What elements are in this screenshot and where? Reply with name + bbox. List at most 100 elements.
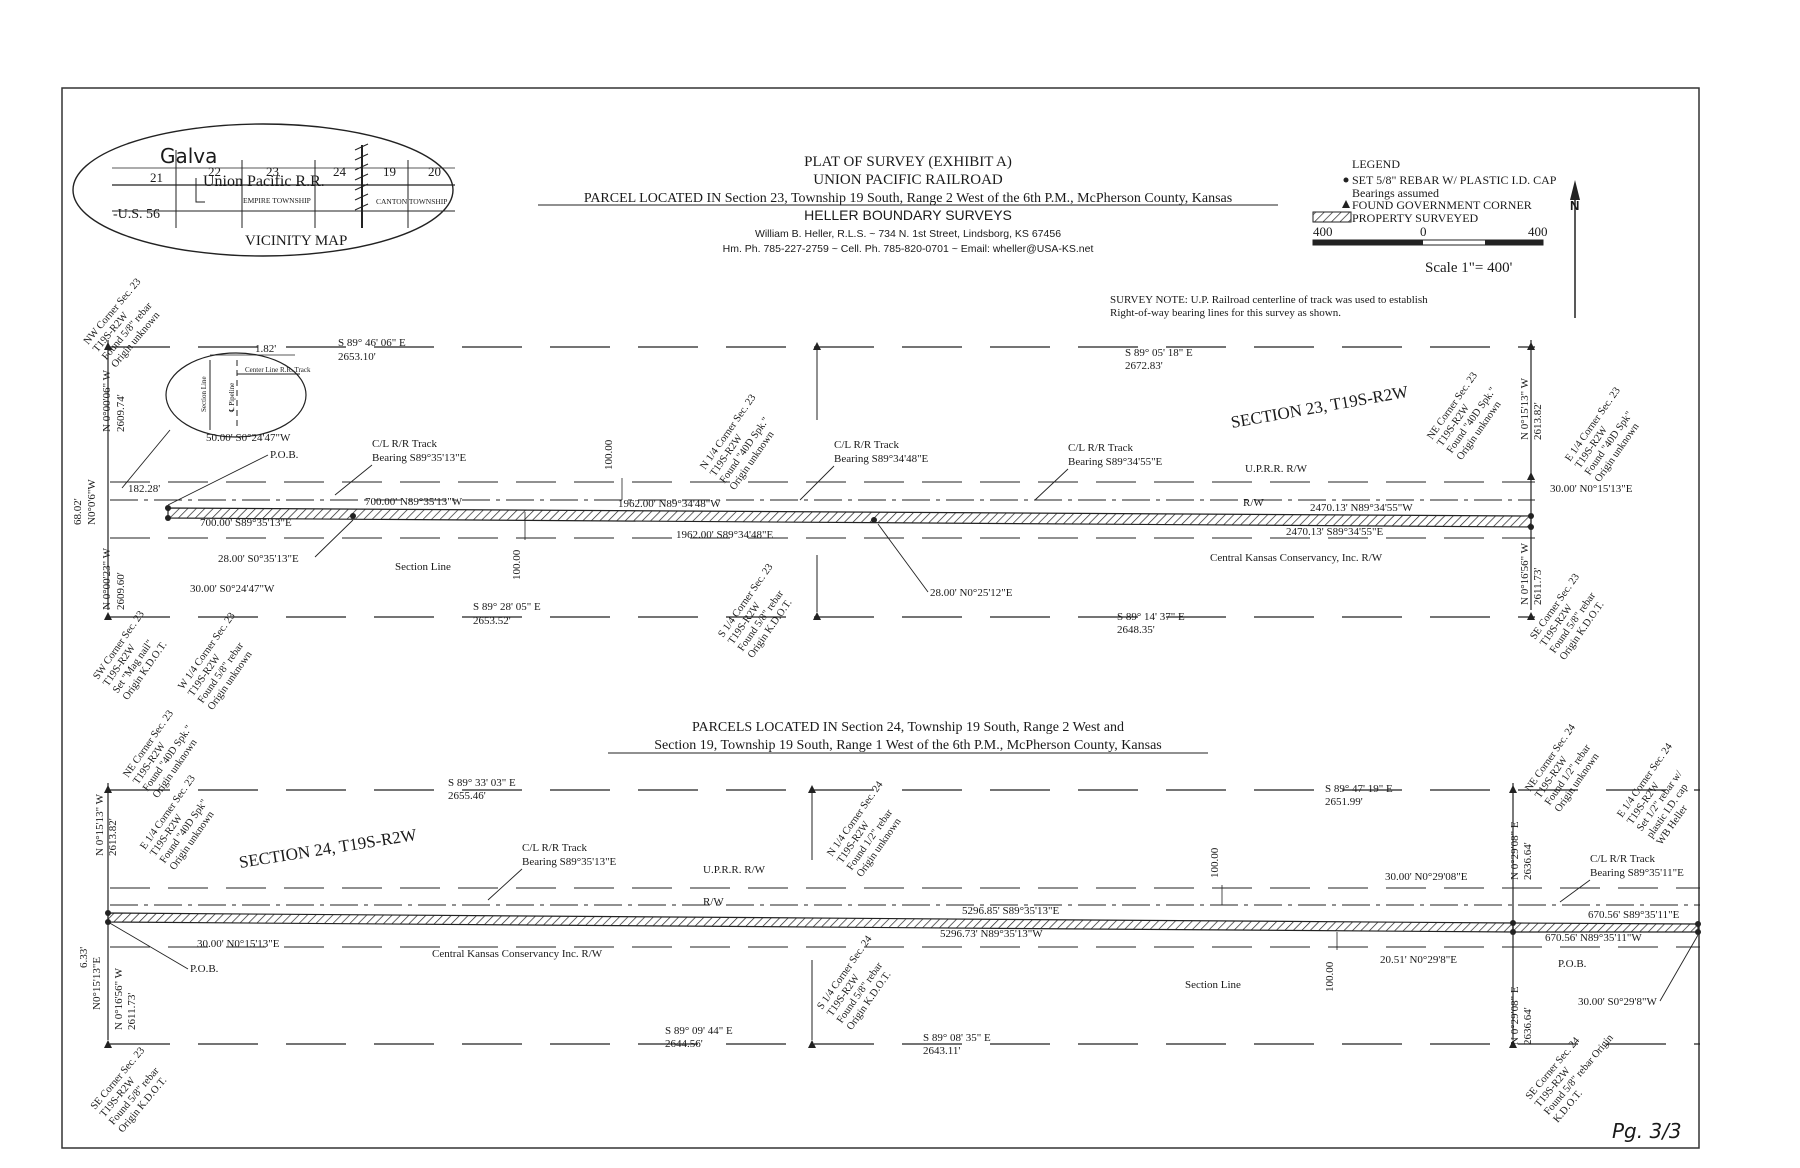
survey-note-line2: Right-of-way bearing lines for this surv… <box>1110 307 1341 319</box>
scale-left: 400 <box>1313 224 1333 239</box>
dist-30s-19: 30.00' S0°29'8"W <box>1578 996 1657 1008</box>
d24-bot-left: 2644.56' <box>665 1038 703 1050</box>
cl24-line1: C/L R/R Track <box>522 842 587 854</box>
corner-triangle-icon <box>1342 200 1350 208</box>
dist-top-right: 2672.83' <box>1125 360 1163 372</box>
corner-sw-23: SW Corner Sec. 23 T19S-R2W Set "Mag nail… <box>91 609 169 702</box>
dist-30e-24: 30.00' N0°15'13"E <box>197 938 280 950</box>
inset-pipeline: ℄ Pipeline <box>228 383 236 413</box>
dist-1962s: 1962.00' S89°34'48"E <box>676 529 773 541</box>
vicinity-sec22: 22 <box>208 164 221 179</box>
dist-670s: 670.56' S89°35'11"E <box>1588 909 1680 921</box>
corner-nw-23: NW Corner Sec. 23 T19S-R2W Found 5/8" re… <box>82 277 163 371</box>
east-upper-dist: 2613.82' <box>1532 402 1544 440</box>
section-23-label: SECTION 23, T19S-R2W <box>1229 382 1410 432</box>
h100-top-b: 100.00 <box>511 549 523 580</box>
vicinity-empire-township: EMPIRE TOWNSHIP <box>243 196 311 205</box>
west24-lower-bearing: N 0°16'56" W <box>113 967 125 1030</box>
ckc-top: Central Kansas Conservancy, Inc. R/W <box>1210 552 1383 564</box>
inset-dist: 1.82' <box>255 343 276 355</box>
title-line3: PARCEL LOCATED IN Section 23, Township 1… <box>584 191 1232 206</box>
dist-5296n: 5296.73' N89°35'13"W <box>940 928 1043 940</box>
rw-top: R/W <box>1243 497 1264 509</box>
b24-bot-left: S 89° 09' 44" E <box>665 1025 733 1037</box>
dist-28a: 28.00' S0°35'13"E <box>218 553 299 565</box>
corner-e14-23: E 1/4 Corner Sec. 23 T19S-R2W Found "40D… <box>1563 386 1642 485</box>
vicinity-canton-township: CANTON TOWNSHIP <box>376 197 447 206</box>
legend: LEGEND SET 5/8" REBAR W/ PLASTIC I.D. CA… <box>1312 157 1580 318</box>
bearing-bot-left: S 89° 28' 05" E <box>473 601 541 613</box>
dist-30w-top: 30.00' S0°24'47"W <box>190 583 275 595</box>
ckc-24: Central Kansas Conservancy Inc. R/W <box>432 948 603 960</box>
rw-24: R/W <box>703 896 724 908</box>
legend-surveyed: PROPERTY SURVEYED <box>1352 211 1479 225</box>
pob-24: P.O.B. <box>190 963 219 975</box>
west24-width-bearing: N0°15'13"E <box>91 957 103 1010</box>
legend-corner: FOUND GOVERNMENT CORNER <box>1352 198 1532 212</box>
cl2-line1: C/L R/R Track <box>834 439 899 451</box>
dist-28b: 28.00' N0°25'12"E <box>930 587 1013 599</box>
bottom-title1: PARCELS LOCATED IN Section 24, Township … <box>692 720 1124 735</box>
dist-2470n: 2470.13' N89°34'55"W <box>1310 502 1413 514</box>
legend-bearings: Bearings assumed <box>1352 186 1439 200</box>
b24-top-left: S 89° 33' 03" E <box>448 777 516 789</box>
dist-2470s: 2470.13' S89°34'55"E <box>1286 526 1383 538</box>
dist-700s: 700.00' S89°35'13"E <box>200 517 292 529</box>
east-upper-bearing: N 0°15'13" W <box>1519 377 1531 440</box>
h100-24-a: 100.00 <box>1209 847 1221 878</box>
section-line-24: Section Line <box>1185 979 1241 991</box>
corner-ne-24: NE Corner Sec. 24 T19S-R2W Found 1/2" re… <box>1523 722 1602 815</box>
vicinity-sec21: 21 <box>150 170 163 185</box>
dist-bot-left: 2653.52' <box>473 615 511 627</box>
call-50: 50.00' S0°24'47"W <box>206 432 291 444</box>
dist-5296s: 5296.85' S89°35'13"E <box>962 905 1059 917</box>
cl19-line2: Bearing S89°35'11"E <box>1590 867 1684 879</box>
vicinity-us56: -U.S. 56 <box>113 207 160 222</box>
d24-top-right: 2651.99' <box>1325 796 1363 808</box>
section-24-label: SECTION 24, T19S-R2W <box>238 825 419 872</box>
west-upper-dist: 2609.74' <box>115 394 127 432</box>
bottom-title2: Section 19, Township 19 South, Range 1 W… <box>654 738 1161 753</box>
dist-182: 182.28' <box>128 483 160 495</box>
dist-bot-right: 2648.35' <box>1117 624 1155 636</box>
surveyed-parcel-19 <box>1512 922 1699 933</box>
west24-upper-bearing: N 0°15'13" W <box>94 793 106 856</box>
inset-section: Section Line <box>200 376 208 412</box>
west-width: 68.02' <box>72 498 84 525</box>
legend-heading: LEGEND <box>1352 157 1400 171</box>
bearing-bot-right: S 89° 14' 37" E <box>1117 611 1185 623</box>
cl1-line1: C/L R/R Track <box>372 438 437 450</box>
inset-detail-ellipse <box>165 352 307 438</box>
cl2-line2: Bearing S89°34'48"E <box>834 453 929 465</box>
corner-s14-24: S 1/4 Corner Sec. 24 T19S-R2W Found 5/8"… <box>815 933 893 1032</box>
corner-se-24: SE Corner Sec. 24 T19S-R2W Found 5/8" re… <box>1524 1032 1616 1125</box>
d24-top-left: 2655.46' <box>448 790 486 802</box>
cl19-line1: C/L R/R Track <box>1590 853 1655 865</box>
dist-700n: 700.00' N89°35'13"W <box>365 496 463 508</box>
d24-bot-right: 2643.11' <box>923 1045 960 1057</box>
west24-width: 6.33' <box>78 947 90 968</box>
north-label: N <box>1570 198 1579 213</box>
plat-section-23: 1.82' Center Line R.R. Track Section Lin… <box>72 277 1642 713</box>
west-lower-dist: 2609.60' <box>115 572 127 610</box>
bearing-top-left: S 89° 46' 06" E <box>338 337 406 349</box>
dist-30n-24: 30.00' N0°29'08"E <box>1385 871 1468 883</box>
inset-centerline: Center Line R.R. Track <box>245 366 311 374</box>
corner-n14-23: N 1/4 Corner Sec. 23 T19S-R2W Found "40D… <box>698 393 777 493</box>
pob-top: P.O.B. <box>270 449 299 461</box>
hatch-swatch-icon <box>1312 211 1352 223</box>
vicinity-railroad-label: Union Pacific R.R. <box>203 173 325 190</box>
east24-upper-dist: 2636.64' <box>1522 842 1534 880</box>
scale-text: Scale 1"= 400' <box>1425 260 1513 276</box>
dist-2051: 20.51' N0°29'8"E <box>1380 954 1457 966</box>
upprr-top: U.P.R.R. R/W <box>1245 463 1308 475</box>
vicinity-sec19: 19 <box>383 164 396 179</box>
plat-section-24: PARCELS LOCATED IN Section 24, Township … <box>78 708 1701 1135</box>
corner-se-23-b: SE Corner Sec. 23 T19S-R2W Found 5/8" re… <box>89 1045 169 1135</box>
upprr-24: U.P.R.R. R/W <box>703 864 766 876</box>
dist-top-left: 2653.10' <box>338 351 376 363</box>
cl1-line2: Bearing S89°35'13"E <box>372 452 467 464</box>
vicinity-galva: Galva <box>160 144 217 168</box>
cl3-line2: Bearing S89°34'55"E <box>1068 456 1163 468</box>
